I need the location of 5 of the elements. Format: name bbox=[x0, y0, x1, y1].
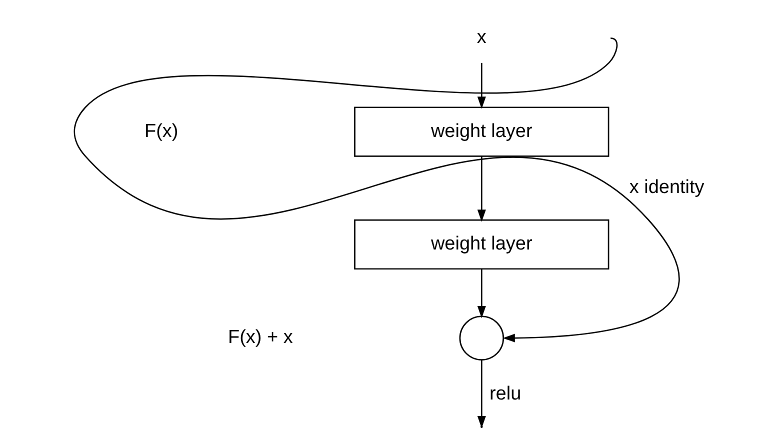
node-text: x bbox=[476, 27, 486, 48]
edge-label: relu bbox=[488, 383, 521, 404]
label: F(x) bbox=[144, 120, 178, 142]
label: F(x) + x bbox=[228, 327, 292, 348]
edge-label: x identity bbox=[628, 177, 704, 198]
